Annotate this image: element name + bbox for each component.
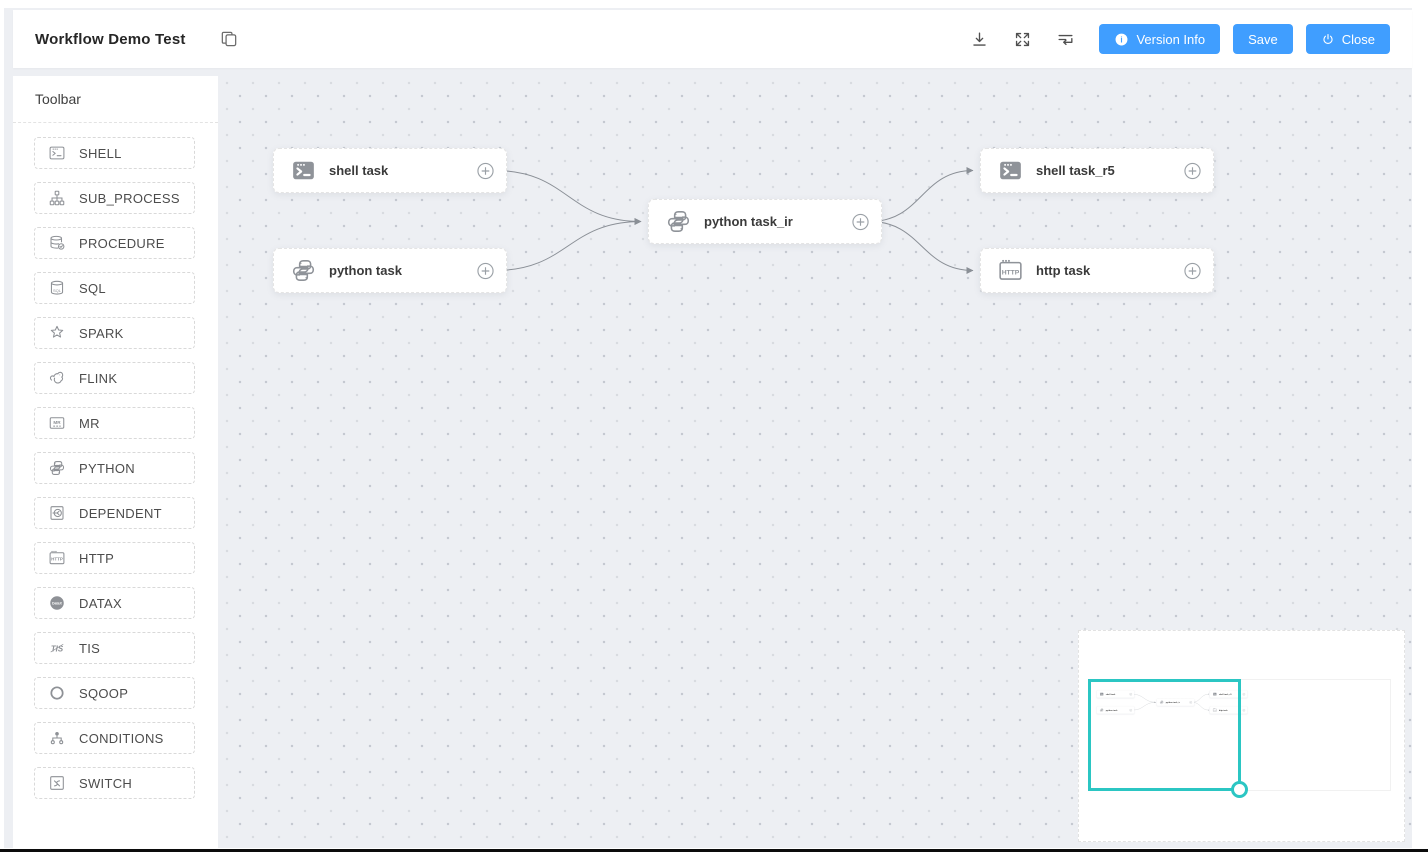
toolbar-item-switch[interactable]: SWITCH (34, 767, 195, 799)
toolbar-item-list: SHELL SUB_PROCESS PROCEDURE SQL SQL SPAR… (13, 123, 218, 799)
conditions-icon (48, 729, 66, 747)
toolbar-item-label: MR (79, 415, 100, 431)
toolbar-item-label: DATAX (79, 595, 122, 611)
svg-text:DataX: DataX (52, 601, 62, 605)
task-node-label: shell task (329, 163, 389, 178)
toolbar-item-procedure[interactable]: PROCEDURE (34, 227, 195, 259)
toolbar-item-conditions[interactable]: CONDITIONS (34, 722, 195, 754)
toolbar-item-label: SQL (79, 280, 106, 296)
close-button[interactable]: Close (1305, 24, 1390, 54)
toolbar-item-label: TIS (79, 640, 101, 656)
mr-icon: MR (48, 414, 66, 432)
save-button[interactable]: Save (1233, 24, 1293, 54)
add-edge-button[interactable] (477, 162, 494, 179)
minimap-viewport[interactable] (1088, 679, 1248, 798)
download-button[interactable] (970, 30, 989, 49)
flink-icon (48, 369, 66, 387)
toolbar-item-shell[interactable]: SHELL (34, 137, 195, 169)
task-node-shell-task[interactable]: shell task (273, 148, 507, 193)
sql-icon: SQL (48, 279, 66, 297)
toolbar-item-label: SQOOP (79, 685, 129, 701)
version-info-label: Version Info (1136, 31, 1206, 47)
toolbar-item-spark[interactable]: SPARK (34, 317, 195, 349)
tis-icon: TIS (48, 639, 66, 657)
toolbar-item-flink[interactable]: FLINK (34, 362, 195, 394)
shell-solid-icon (997, 157, 1024, 184)
close-label: Close (1341, 31, 1375, 47)
minimap: shell task python task python task_ir sh… (1078, 630, 1405, 842)
toolbar-item-label: SPARK (79, 325, 124, 341)
toolbar-item-mr[interactable]: MR MR (34, 407, 195, 439)
add-edge-button[interactable] (1184, 262, 1201, 279)
svg-text:i: i (1121, 35, 1123, 44)
toolbar-sidebar: Toolbar SHELL SUB_PROCESS PROCEDURE SQL … (13, 76, 218, 848)
http-icon: HTTP (48, 549, 66, 567)
workflow-title: Workflow Demo Test (35, 30, 186, 48)
http-icon: HTTP (997, 257, 1024, 284)
minimap-resize-handle[interactable] (1231, 781, 1248, 798)
toolbar-item-label: PYTHON (79, 460, 135, 476)
toolbar-title: Toolbar (13, 76, 218, 123)
toolbar-item-label: SUB_PROCESS (79, 190, 180, 206)
toolbar-item-sqoop[interactable]: SQOOP (34, 677, 195, 709)
dependent-icon (48, 504, 66, 522)
toolbar-item-label: FLINK (79, 370, 118, 386)
main-area: Toolbar SHELL SUB_PROCESS PROCEDURE SQL … (13, 76, 1412, 848)
task-node-label: python task (329, 263, 402, 278)
add-edge-button[interactable] (477, 262, 494, 279)
python-icon (665, 208, 692, 235)
python-icon (48, 459, 66, 477)
workflow-header: Workflow Demo Test i Version Info Save C… (13, 10, 1412, 68)
svg-text:HTTP: HTTP (1002, 270, 1020, 277)
toolbar-item-label: PROCEDURE (79, 235, 165, 251)
procedure-icon (48, 234, 66, 252)
shell-solid-icon (290, 157, 317, 184)
toolbar-item-label: CONDITIONS (79, 730, 164, 746)
info-icon: i (1114, 32, 1129, 47)
add-edge-button[interactable] (1184, 162, 1201, 179)
bottom-border (0, 849, 1428, 852)
toolbar-item-label: SHELL (79, 145, 122, 161)
shell-icon (48, 144, 66, 162)
sqoop-icon (48, 684, 66, 702)
svg-text:TIS: TIS (51, 644, 64, 653)
power-icon (1321, 32, 1335, 46)
toolbar-item-http[interactable]: HTTP HTTP (34, 542, 195, 574)
version-info-button[interactable]: i Version Info (1099, 24, 1221, 54)
task-node-label: python task_ir (704, 214, 793, 229)
datax-icon: DataX (48, 594, 66, 612)
add-edge-button[interactable] (852, 213, 869, 230)
task-node-python-task[interactable]: python task (273, 248, 507, 293)
toolbar-item-label: SWITCH (79, 775, 133, 791)
dag-layer: shell task python task python task_ir sh… (218, 76, 1412, 848)
svg-text:SQL: SQL (53, 288, 62, 293)
toolbar-item-label: HTTP (79, 550, 115, 566)
toolbar-item-sql[interactable]: SQL SQL (34, 272, 195, 304)
sub-process-icon (48, 189, 66, 207)
save-label: Save (1248, 31, 1278, 47)
task-node-python-task-ir[interactable]: python task_ir (648, 199, 882, 244)
spark-icon (48, 324, 66, 342)
switch-icon (48, 774, 66, 792)
toolbar-item-python[interactable]: PYTHON (34, 452, 195, 484)
dag-canvas[interactable]: shell task python task python task_ir sh… (218, 76, 1412, 848)
toolbar-item-datax[interactable]: DataX DATAX (34, 587, 195, 619)
task-node-label: http task (1036, 263, 1091, 278)
svg-text:MR: MR (53, 420, 61, 425)
task-node-shell-task-r5[interactable]: shell task_r5 (980, 148, 1214, 193)
task-node-http-task[interactable]: HTTP http task (980, 248, 1214, 293)
format-dag-button[interactable] (1056, 30, 1075, 49)
toolbar-item-sub-process[interactable]: SUB_PROCESS (34, 182, 195, 214)
fullscreen-button[interactable] (1013, 30, 1032, 49)
task-node-label: shell task_r5 (1036, 163, 1115, 178)
toolbar-item-tis[interactable]: TIS TIS (34, 632, 195, 664)
toolbar-item-dependent[interactable]: DEPENDENT (34, 497, 195, 529)
copy-workflow-button[interactable] (219, 29, 239, 49)
svg-text:HTTP: HTTP (51, 557, 63, 562)
toolbar-item-label: DEPENDENT (79, 505, 162, 521)
python-icon (290, 257, 317, 284)
